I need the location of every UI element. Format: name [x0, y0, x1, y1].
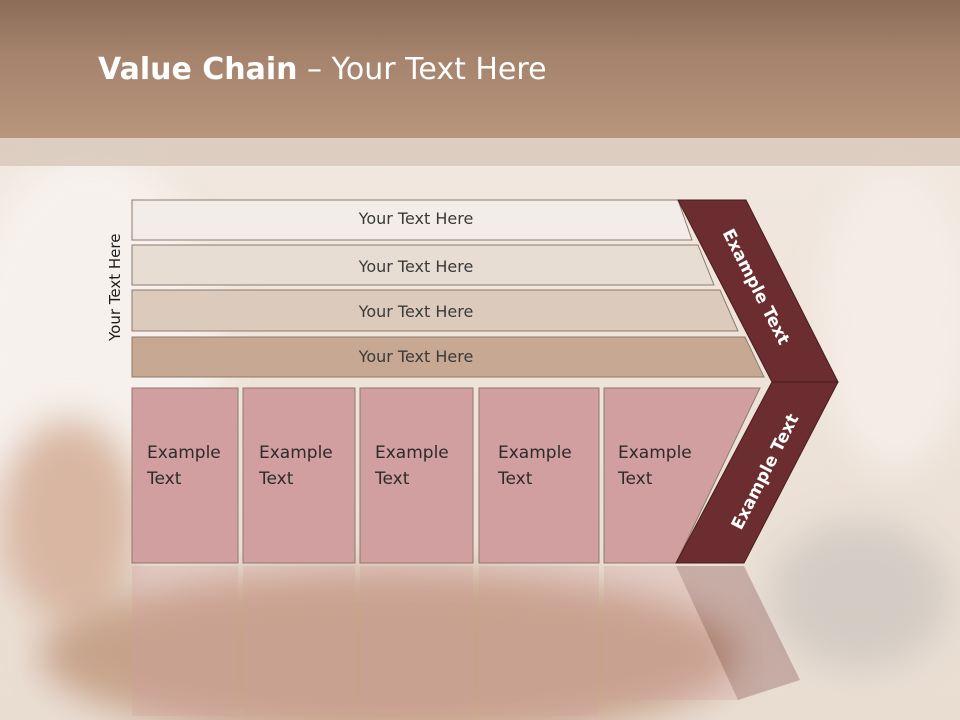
title-rest: – Your Text Here — [297, 52, 547, 87]
reflection-chevron — [676, 566, 800, 700]
page-title: Value Chain – Your Text Here — [98, 52, 547, 87]
reflection-cell-1 — [132, 566, 238, 716]
chevron-lower — [675, 381, 839, 564]
row-label-3: Your Text Here — [358, 302, 474, 321]
activity-cell-4 — [478, 387, 600, 564]
row-bar-2 — [131, 244, 715, 286]
cell-5-line2: Text — [618, 469, 653, 489]
background-wall — [820, 170, 960, 470]
cell-4-line1: Example — [498, 443, 572, 463]
header-bar — [0, 0, 960, 138]
row-label-4: Your Text Here — [358, 347, 474, 366]
title-bold: Value Chain — [98, 52, 298, 87]
cell-3-line1: Example — [375, 443, 449, 463]
activity-cell-2 — [242, 387, 356, 564]
row-bar-1 — [131, 199, 693, 241]
cell-5-line1: Example — [618, 443, 692, 463]
cell-3-line2: Text — [375, 469, 410, 489]
cell-1-line1: Example — [147, 443, 221, 463]
reflection-cell-3 — [360, 566, 473, 716]
background-dog — [40, 570, 740, 720]
activity-cell-3 — [359, 387, 474, 564]
row-label-1: Your Text Here — [358, 209, 474, 228]
cell-2-line2: Text — [259, 469, 294, 489]
row-bar-4 — [131, 336, 765, 378]
diagram-reflection — [132, 566, 800, 716]
cell-2-line1: Example — [259, 443, 333, 463]
cell-1-line2: Text — [147, 469, 182, 489]
reflection-cell-2 — [243, 566, 355, 716]
activity-cell-1 — [131, 387, 239, 564]
background-laptop — [770, 520, 950, 670]
row-label-2: Your Text Here — [358, 257, 474, 276]
reflection-cell-5 — [604, 566, 740, 700]
background-figure-arm — [0, 420, 140, 620]
row-bar-3 — [131, 289, 739, 332]
header-band — [0, 138, 960, 166]
vertical-label: Your Text Here — [106, 233, 124, 341]
reflection-cell-4 — [479, 566, 599, 716]
cell-4-line2: Text — [498, 469, 533, 489]
